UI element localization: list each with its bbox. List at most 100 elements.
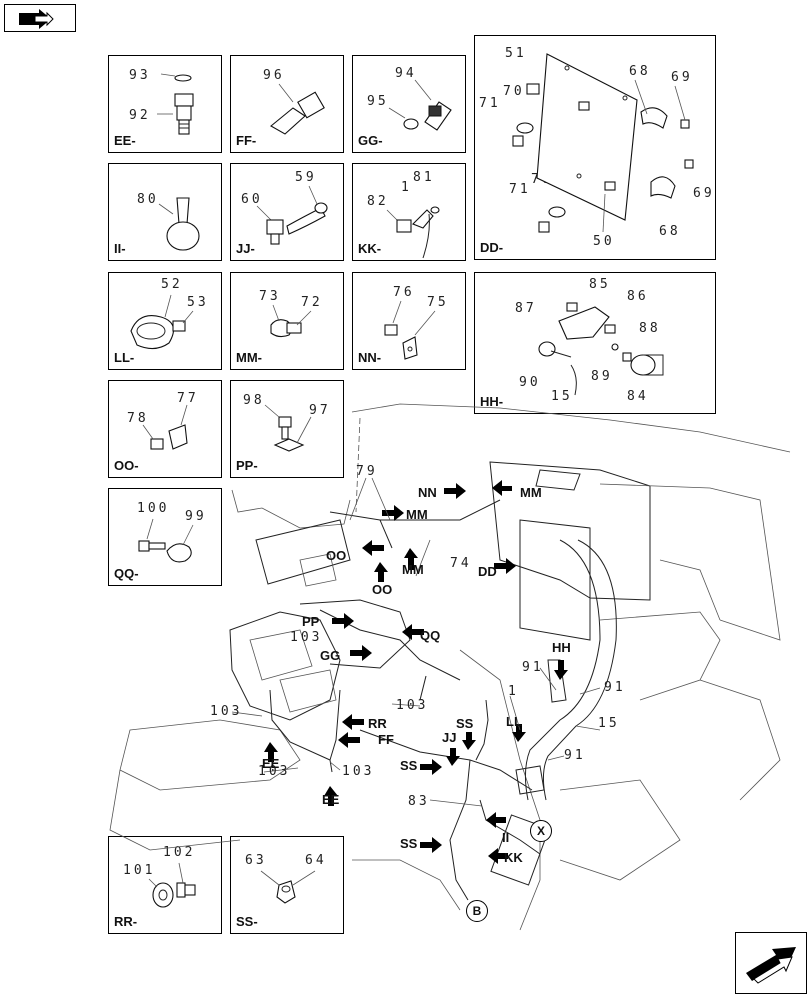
panel-ff[interactable]: 96 FF- [230,55,344,153]
panel-ll[interactable]: 52 53 LL- [108,272,222,370]
panel-dd[interactable]: 51 68 69 71 70 71 70 69 68 50 DD- [474,35,716,260]
ref-96: 96 [263,68,285,83]
panel-code: NN- [358,350,382,365]
panel-rr[interactable]: 102 101 RR- [108,836,222,934]
ref-90: 90 [519,375,541,390]
callout-103-2: 103 [396,698,429,713]
callout-ee-2: EE [322,792,340,807]
callout-103-5: 103 [342,764,375,779]
callout-nn: NN [418,485,437,500]
callout-103-3: 103 [210,704,243,719]
ref-73: 73 [259,289,281,304]
callout-dd: DD [478,564,497,579]
pressure-switch-part [157,73,194,135]
hose-fitting-part [538,302,664,396]
ref-78: 78 [127,411,149,426]
ref-52: 52 [161,277,183,292]
ref-59: 59 [295,170,317,185]
ref-84: 84 [627,389,649,404]
ref-92: 92 [129,108,151,123]
ref-64: 64 [305,853,327,868]
panel-kk[interactable]: 82 1 81 KK- [352,163,466,261]
ref-75: 75 [427,295,449,310]
callout-91-2: 91 [604,680,626,695]
panel-ss[interactable]: 63 64 SS- [230,836,344,934]
ref-86: 86 [627,289,649,304]
panel-code: LL- [114,350,135,365]
ref-85: 85 [589,277,611,292]
callout-91-3: 91 [564,748,586,763]
callout-91: 91 [522,660,544,675]
callout-ee: EE [262,756,280,771]
callout-ll: LL [506,714,522,729]
callout-74: 74 [450,556,472,571]
ref-81: 81 [413,170,435,185]
panel-code: MM- [236,350,262,365]
ref-93: 93 [129,68,151,83]
callout-mm: MM [520,485,542,500]
panel-code: SS- [236,914,258,929]
callout-circle-x: X [530,820,552,842]
ref-94: 94 [395,66,417,81]
ground-cable-part [386,206,440,259]
panel-code: II- [114,241,126,256]
ref-53: 53 [187,295,209,310]
ref-50: 50 [593,234,615,249]
ref-97: 97 [309,403,331,418]
panel-code: EE- [114,133,136,148]
back-page-icon [19,9,54,29]
ref-95: 95 [367,94,389,109]
ref-72: 72 [301,295,323,310]
bolt-clip-part [138,518,194,563]
ref-76: 76 [393,285,415,300]
connector-cap-part [158,197,200,251]
ref-15: 15 [551,389,573,404]
panel-oo[interactable]: 78 77 OO- [108,380,222,478]
ref-101: 101 [123,863,156,878]
panel-qq[interactable]: 100 99 QQ- [108,488,222,586]
panel-ii[interactable]: 80 II- [108,163,222,261]
ref-68: 68 [629,64,651,79]
callout-oo: OO [326,548,347,563]
panel-code: JJ- [236,241,255,256]
ref-68b: 68 [659,224,681,239]
bolt-bracket-part [142,404,188,450]
panel-code: QQ- [114,566,139,581]
next-page-icon [746,947,796,984]
callout-jj: JJ [442,730,457,745]
panel-code: GG- [358,133,383,148]
callout-rr: RR [368,716,387,731]
panel-mm[interactable]: 73 72 MM- [230,272,344,370]
callout-103-4: 103 [258,764,291,779]
ref-82: 82 [367,194,389,209]
panel-ee[interactable]: 93 92 EE- [108,55,222,153]
panel-code: KK- [358,241,382,256]
cable-clip-part [270,304,312,338]
ref-100: 100 [137,501,170,516]
callout-pp: PP [302,614,320,629]
harness-clip-part [260,870,316,904]
callout-103: 103 [290,630,323,645]
panel-gg[interactable]: 94 95 GG- [352,55,466,153]
panel-hh[interactable]: 87 85 86 88 90 89 15 84 HH- [474,272,716,414]
panel-nn[interactable]: 76 75 NN- [352,272,466,370]
callout-oo-2: OO [372,582,393,597]
mounting-plate-part [512,53,694,233]
ref-99: 99 [185,509,207,524]
ref-63: 63 [245,853,267,868]
callout-79: 79 [356,464,378,479]
ref-60: 60 [241,192,263,207]
callout-ss-3: SS [400,836,418,851]
ref-70: 70 [503,84,525,99]
panel-pp[interactable]: 98 97 PP- [230,380,344,478]
bolt-and-clamp-part [256,185,328,245]
panel-code: FF- [236,133,257,148]
callout-83: 83 [408,794,430,809]
panel-jj[interactable]: 60 59 JJ- [230,163,344,261]
next-page-button[interactable] [735,932,807,994]
callout-kk: KK [504,850,523,865]
panel-code: DD- [480,240,504,255]
panel-code: PP- [236,458,258,473]
previous-page-button[interactable] [4,4,76,32]
ref-69: 69 [671,70,693,85]
